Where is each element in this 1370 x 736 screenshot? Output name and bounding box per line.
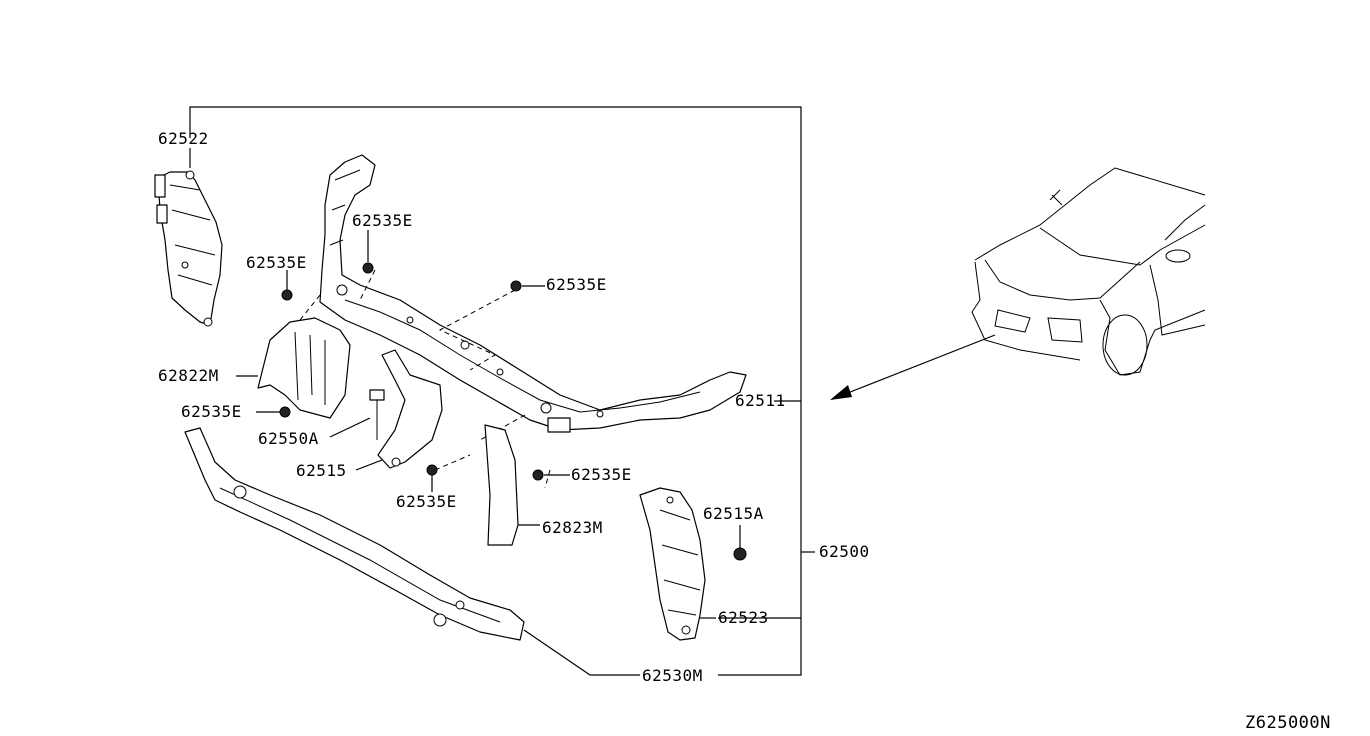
vehicle-front-sketch [971,167,1206,376]
label-62511: 62511 [735,391,786,410]
direction-arrow [830,334,996,400]
label-62530m: 62530M [642,666,703,685]
side-bracket-right-62523 [639,487,716,641]
deflector-62823m [484,424,540,546]
label-62535e-center-right: 62535E [571,465,632,484]
upper-support-62511 [319,154,747,433]
label-62550a: 62550A [258,429,319,448]
side-bracket-left-62522 [154,148,223,327]
label-62822m: 62822M [158,366,219,385]
label-62535e-lower-left: 62535E [181,402,242,421]
assembly-bracket-lines [189,106,815,676]
clip-62515a [733,525,747,561]
label-62535e-top: 62535E [352,211,413,230]
label-62535e-right: 62535E [546,275,607,294]
drawing-code: Z625000N [1245,713,1331,733]
label-62823m: 62823M [542,518,603,537]
lower-support-62530m [184,427,640,676]
clip-fasteners [256,230,570,492]
alignment-dashes [299,269,551,489]
center-stay-62515 [355,349,443,471]
deflector-62822m [236,317,351,419]
label-62535e-left: 62535E [246,253,307,272]
label-62535e-center: 62535E [396,492,457,511]
label-62523: 62523 [718,608,769,627]
label-62500: 62500 [819,542,870,561]
bolt-62550a [329,389,385,440]
label-62515: 62515 [296,461,347,480]
label-62515a: 62515A [703,504,764,523]
label-62522: 62522 [158,129,209,148]
